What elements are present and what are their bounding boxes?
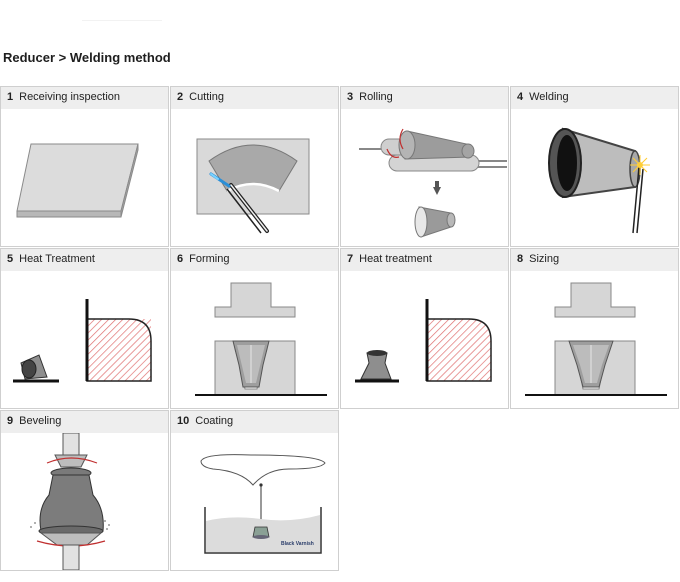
- step-number: 1: [7, 91, 14, 103]
- step-label: Welding: [529, 91, 569, 103]
- step-number: 7: [347, 253, 354, 265]
- step-label: Coating: [195, 415, 234, 427]
- step-label: Forming: [189, 253, 230, 265]
- step-coating: 10 Coating Black Varnish: [170, 410, 339, 571]
- step-label: Sizing: [529, 253, 560, 265]
- step-number: 2: [177, 91, 184, 103]
- step-beveling: 9 Beveling: [0, 410, 169, 571]
- step-forming: 6 Forming: [170, 248, 339, 409]
- step-label: Receiving inspection: [19, 91, 121, 103]
- step-number: 10: [177, 415, 190, 427]
- cutting-illustration: [196, 138, 310, 234]
- step-sizing: 8 Sizing: [510, 248, 679, 409]
- step-heat-treatment-2: 7 Heat treatment: [340, 248, 509, 409]
- step-label: Beveling: [19, 415, 62, 427]
- welding-illustration: [548, 127, 650, 234]
- step-number: 3: [347, 91, 354, 103]
- heat-treatment-2-illustration: [355, 299, 492, 383]
- rolling-illustration: [359, 128, 507, 238]
- beveling-illustration: [30, 433, 110, 570]
- page-title: Reducer > Welding method: [3, 50, 171, 65]
- step-welding: 4 Welding: [510, 86, 679, 247]
- heat-treatment-illustration: [13, 299, 152, 383]
- step-number: 4: [517, 91, 524, 103]
- coating-tank-label: Black Varnish: [281, 541, 314, 547]
- step-number: 6: [177, 253, 184, 265]
- step-cutting: 2 Cutting: [170, 86, 339, 247]
- step-number: 8: [517, 253, 524, 265]
- sizing-press-illustration: [525, 282, 667, 396]
- step-rolling: 3 Rolling: [340, 86, 509, 247]
- process-grid: 1 Receiving inspection 2 Cutting 3 Rolling: [0, 86, 680, 574]
- forming-press-illustration: [195, 282, 327, 396]
- coating-illustration: Black Varnish: [200, 454, 326, 554]
- step-receiving-inspection: 1 Receiving inspection: [0, 86, 169, 247]
- step-number: 9: [7, 415, 14, 427]
- steel-plate-illustration: [16, 143, 139, 218]
- top-divider: [82, 20, 162, 21]
- step-label: Cutting: [189, 91, 224, 103]
- step-label: Heat treatment: [359, 253, 432, 265]
- step-label: Rolling: [359, 91, 393, 103]
- step-number: 5: [7, 253, 14, 265]
- step-label: Heat Treatment: [19, 253, 95, 265]
- step-heat-treatment: 5 Heat Treatment: [0, 248, 169, 409]
